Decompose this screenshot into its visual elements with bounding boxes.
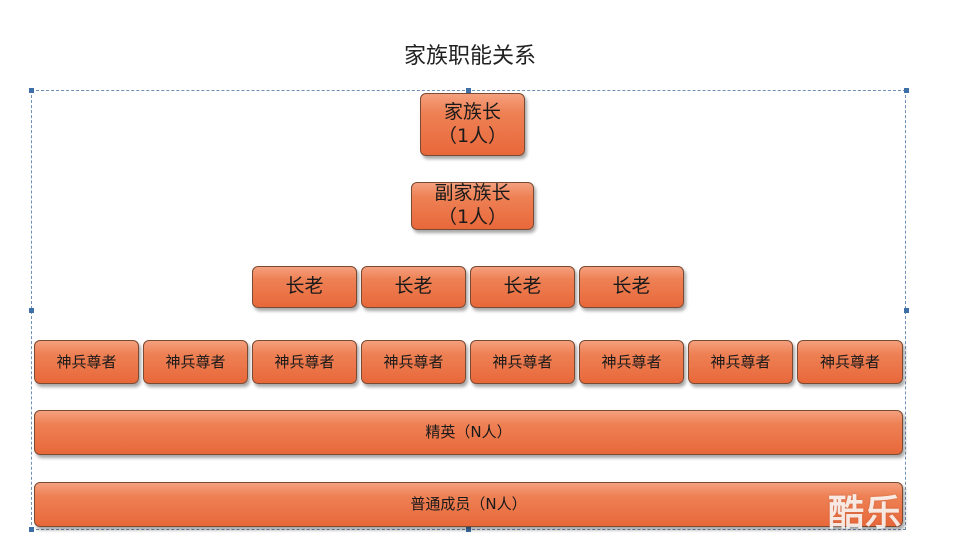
guardian-label: 神兵尊者 bbox=[601, 352, 662, 371]
elder-label: 长老 bbox=[285, 275, 324, 298]
guardian-node[interactable]: 神兵尊者 bbox=[470, 340, 575, 384]
members-node[interactable]: 普通成员（N人） bbox=[34, 482, 903, 527]
guardian-label: 神兵尊者 bbox=[492, 352, 553, 371]
guardian-label: 神兵尊者 bbox=[165, 352, 226, 371]
guardian-node[interactable]: 神兵尊者 bbox=[797, 340, 903, 384]
elder-label: 长老 bbox=[503, 275, 542, 298]
guardian-node[interactable]: 神兵尊者 bbox=[34, 340, 139, 384]
guardian-label: 神兵尊者 bbox=[274, 352, 335, 371]
elite-label: 精英（N人） bbox=[425, 423, 512, 442]
leader-count: （1人） bbox=[437, 124, 508, 147]
resize-handle-top-right[interactable] bbox=[904, 88, 909, 93]
vice-leader-count: （1人） bbox=[437, 206, 508, 228]
selection-frame[interactable] bbox=[31, 90, 906, 530]
resize-handle-bottom-center[interactable] bbox=[466, 527, 471, 532]
members-label: 普通成员（N人） bbox=[410, 495, 527, 514]
guardian-node[interactable]: 神兵尊者 bbox=[688, 340, 793, 384]
guardian-label: 神兵尊者 bbox=[383, 352, 444, 371]
guardian-node[interactable]: 神兵尊者 bbox=[579, 340, 684, 384]
vice-leader-title: 副家族长 bbox=[434, 182, 511, 205]
resize-handle-top-left[interactable] bbox=[29, 88, 34, 93]
elder-label: 长老 bbox=[394, 275, 433, 298]
guardian-node[interactable]: 神兵尊者 bbox=[143, 340, 248, 384]
leader-node[interactable]: 家族长 （1人） bbox=[420, 93, 525, 156]
vice-leader-node[interactable]: 副家族长 （1人） bbox=[411, 182, 534, 230]
elder-node[interactable]: 长老 bbox=[579, 266, 684, 308]
guardian-label: 神兵尊者 bbox=[56, 352, 117, 371]
guardian-label: 神兵尊者 bbox=[819, 352, 880, 371]
elder-node[interactable]: 长老 bbox=[252, 266, 357, 308]
elite-node[interactable]: 精英（N人） bbox=[34, 410, 903, 455]
diagram-title: 家族职能关系 bbox=[403, 44, 536, 69]
resize-handle-top-center[interactable] bbox=[466, 88, 471, 93]
resize-handle-middle-left[interactable] bbox=[29, 308, 34, 313]
resize-handle-bottom-left[interactable] bbox=[29, 527, 34, 532]
guardian-label: 神兵尊者 bbox=[710, 352, 771, 371]
elder-node[interactable]: 长老 bbox=[470, 266, 575, 308]
watermark-logo: 酷乐 bbox=[828, 493, 903, 534]
leader-title: 家族长 bbox=[443, 100, 501, 123]
elder-node[interactable]: 长老 bbox=[361, 266, 466, 308]
resize-handle-middle-right[interactable] bbox=[904, 308, 909, 313]
guardian-node[interactable]: 神兵尊者 bbox=[361, 340, 466, 384]
guardian-node[interactable]: 神兵尊者 bbox=[252, 340, 357, 384]
elder-label: 长老 bbox=[612, 275, 651, 298]
